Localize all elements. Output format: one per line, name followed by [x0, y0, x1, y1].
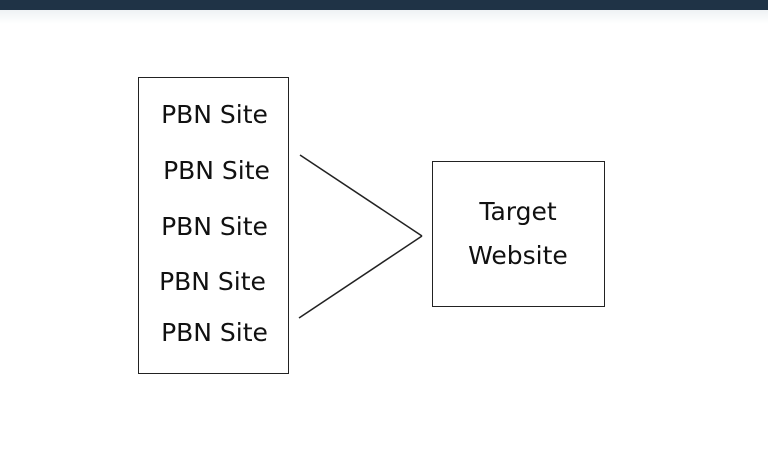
- connector-line-top: [299, 154, 423, 237]
- header-shadow: [0, 10, 768, 24]
- connector-line-bottom: [298, 235, 423, 319]
- target-website-label: Target Website: [433, 190, 603, 278]
- target-label-line2: Website: [468, 241, 568, 270]
- target-website-box: Target Website: [432, 161, 605, 307]
- pbn-site-label-3: PBN Site: [161, 212, 268, 241]
- pbn-site-label-1: PBN Site: [161, 100, 268, 129]
- pbn-site-label-4: PBN Site: [159, 267, 266, 296]
- pbn-sites-box: PBN Site PBN Site PBN Site PBN Site PBN …: [138, 77, 289, 374]
- pbn-site-label-2: PBN Site: [163, 156, 270, 185]
- pbn-site-label-5: PBN Site: [161, 318, 268, 347]
- header-bar: [0, 0, 768, 10]
- target-label-line1: Target: [479, 197, 557, 226]
